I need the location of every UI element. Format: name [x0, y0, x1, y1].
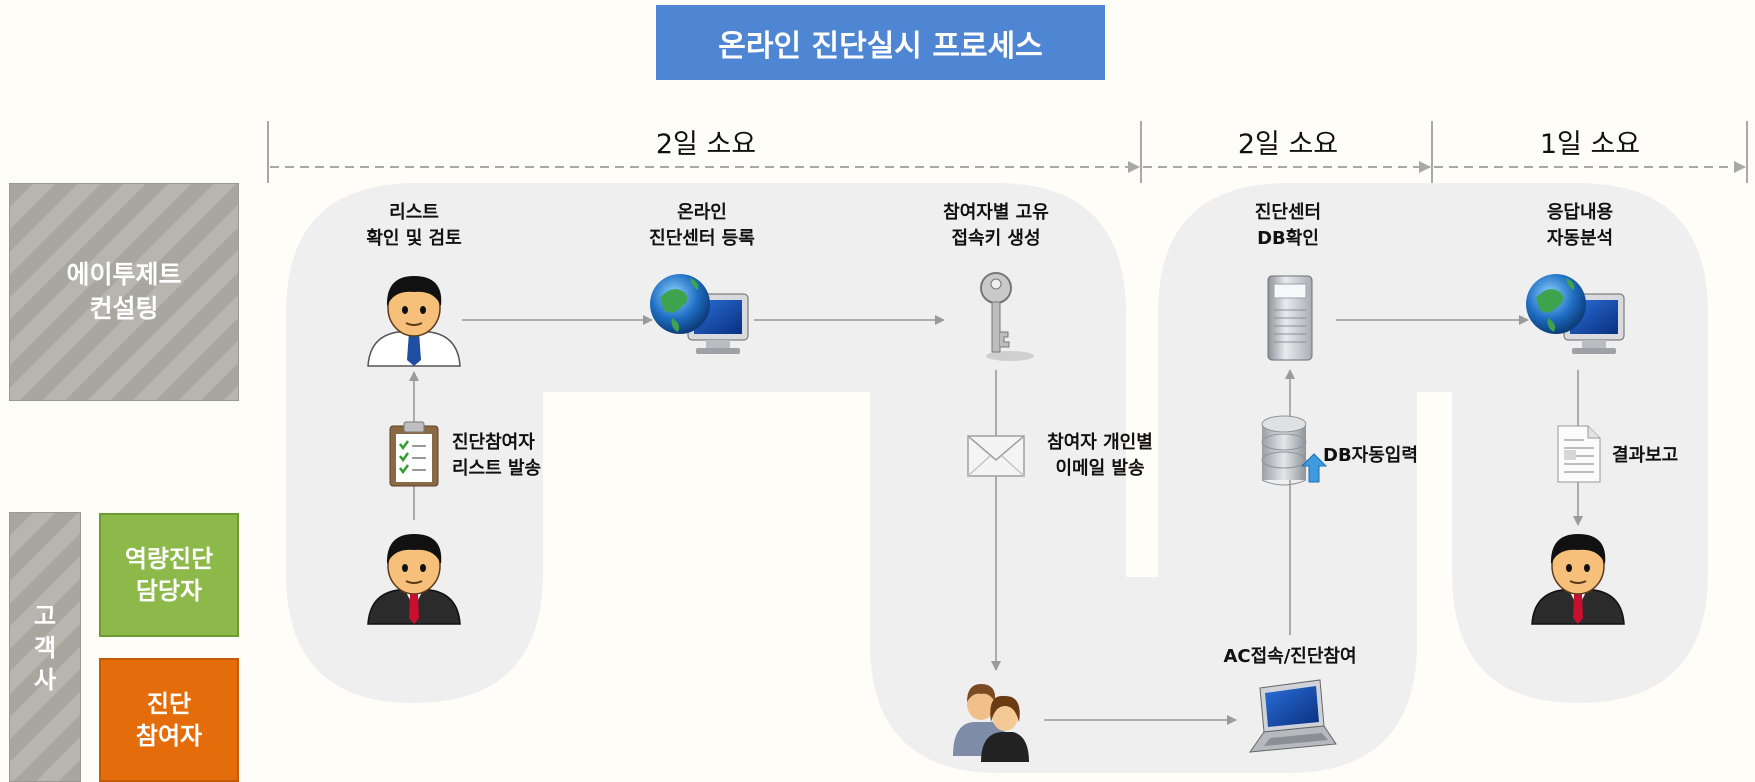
key-icon — [980, 272, 1034, 361]
actor-participant-line-1: 진단 — [146, 690, 192, 718]
step-db-check-line-1: 진단센터 — [1254, 202, 1322, 223]
annotation-send-list-line-2: 리스트 발송 — [452, 458, 542, 479]
annotation-send-email-line-1: 참여자 개인별 — [1047, 432, 1153, 453]
actor-consulting-line-2: 컨설팅 — [89, 294, 159, 323]
actor-customer-char-1: 고 — [33, 602, 57, 630]
annotation-report: 결과보고 — [1612, 445, 1679, 466]
laptop-icon — [1248, 679, 1337, 753]
annotation-send-list-line-1: 진단참여자 — [452, 432, 535, 453]
actor-manager-line-1: 역량진단 — [124, 545, 214, 573]
step-db-check-label: 진단센터 DB확인 — [1208, 200, 1368, 252]
globe-monitor-icon-2 — [1526, 274, 1625, 354]
duration-label-1: 2일 소요 — [655, 129, 757, 160]
duration-label-3: 1일 소요 — [1539, 129, 1641, 160]
annotation-send-email-line-2: 이메일 발송 — [1055, 458, 1145, 479]
step-unique-key-line-1: 참여자별 고유 — [943, 202, 1049, 223]
actor-manager-line-2: 담당자 — [135, 577, 203, 605]
process-path-background — [286, 183, 1708, 773]
step-list-review-label: 리스트 확인 및 검토 — [334, 200, 494, 252]
timeline — [267, 121, 1748, 183]
actor-customer-char-3: 사 — [33, 666, 57, 694]
step-online-register-line-1: 온라인 — [677, 202, 727, 223]
actor-customer-label: 고 객 사 — [9, 600, 81, 696]
annotation-send-list: 진단참여자 리스트 발송 — [452, 430, 541, 482]
step-auto-analysis-label: 응답내용 자동분석 — [1500, 200, 1660, 252]
page-title: 온라인 진단실시 프로세스 — [656, 5, 1105, 80]
step-list-review-line-2: 확인 및 검토 — [366, 228, 462, 249]
actor-customer-strip — [9, 512, 81, 782]
actor-customer-char-2: 객 — [33, 634, 57, 662]
step-list-review-line-1: 리스트 — [389, 202, 439, 223]
server-icon — [1267, 275, 1313, 361]
step-online-register-label: 온라인 진단센터 등록 — [622, 200, 782, 252]
envelope-icon — [967, 435, 1025, 477]
annotation-db-input: DB자동입력 — [1323, 445, 1418, 466]
step-unique-key-label: 참여자별 고유 접속키 생성 — [916, 200, 1076, 252]
globe-monitor-icon — [650, 274, 749, 354]
step-auto-analysis-line-1: 응답내용 — [1546, 202, 1614, 223]
document-icon — [1557, 425, 1601, 483]
manager-person-icon — [367, 276, 461, 367]
database-icon — [1261, 415, 1328, 486]
clipboard-icon — [389, 421, 439, 487]
step-auto-analysis-line-2: 자동분석 — [1546, 228, 1614, 249]
annotation-access: AC접속/진단참여 — [1223, 646, 1357, 667]
manager-person-icon-2 — [367, 534, 461, 625]
participants-icon — [953, 684, 1029, 762]
step-unique-key-line-2: 접속키 생성 — [951, 228, 1041, 249]
step-online-register-line-2: 진단센터 등록 — [649, 228, 755, 249]
manager-person-icon-3 — [1531, 534, 1625, 625]
actor-consulting-line-1: 에이투제트 — [66, 260, 182, 289]
actor-participant-line-2: 참여자 — [135, 722, 203, 750]
step-db-check-line-2: DB확인 — [1257, 228, 1319, 249]
duration-label-2: 2일 소요 — [1237, 129, 1339, 160]
annotation-send-email: 참여자 개인별 이메일 발송 — [1030, 430, 1170, 482]
